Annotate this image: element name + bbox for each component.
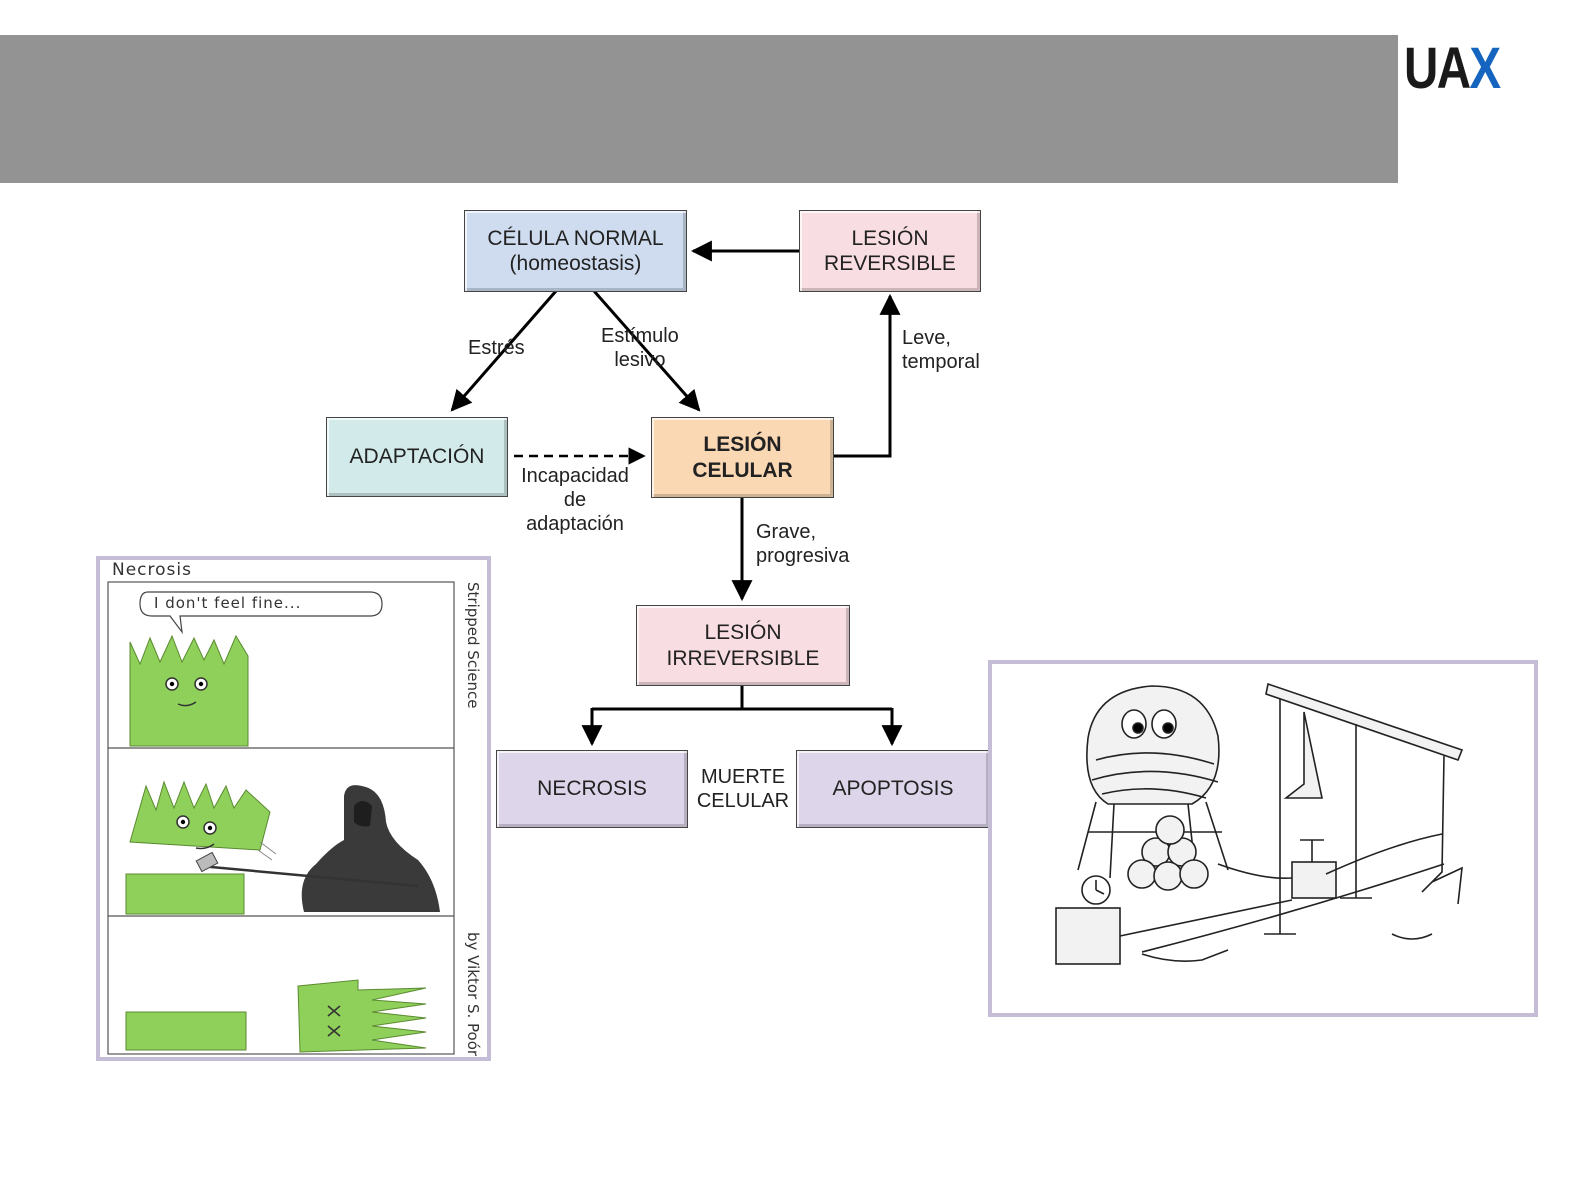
comic-drawing xyxy=(107,581,455,1055)
arrow-normal-to-lesion xyxy=(592,290,701,412)
comic-speech: I don't feel fine... xyxy=(154,594,302,612)
arrow-normal-to-adaptacion xyxy=(450,290,558,412)
label-estimulo-lesivo: Estímulo lesivo xyxy=(601,325,679,371)
label-grave-progresiva: Grave, progresiva xyxy=(756,521,850,567)
node-celula-normal: CÉLULA NORMAL (homeostasis) xyxy=(464,210,687,292)
apoptosis-cartoon xyxy=(988,660,1538,1017)
node-apoptosis: APOPTOSIS xyxy=(796,750,990,828)
necrosis-comic: Necrosis I don't feel fine... Stripped S… xyxy=(96,556,491,1061)
label-incapacidad: Incapacidad de adaptación xyxy=(521,465,629,535)
header-bar xyxy=(0,35,1398,183)
node-lesion-celular: LESIÓN CELULAR xyxy=(651,417,834,498)
label-leve-temporal: Leve, temporal xyxy=(902,327,980,373)
label-muerte-celular: MUERTE CELULAR xyxy=(696,766,790,812)
node-necrosis: NECROSIS xyxy=(496,750,688,828)
node-lesion-irreversible: LESIÓN IRREVERSIBLE xyxy=(636,605,850,686)
cartoon-drawing xyxy=(1055,682,1464,965)
node-lesion-reversible: LESIÓN REVERSIBLE xyxy=(799,210,981,292)
comic-credit-bottom: by Viktor S. Poór xyxy=(464,932,482,1057)
arrow-lesion-to-reversible xyxy=(834,293,901,458)
node-adaptacion: ADAPTACIÓN xyxy=(326,417,508,497)
uax-logo: UAX xyxy=(1404,36,1501,101)
label-estres: Estrés xyxy=(468,337,525,359)
comic-title: Necrosis xyxy=(112,560,192,580)
comic-credit-top: Stripped Science xyxy=(464,582,482,709)
